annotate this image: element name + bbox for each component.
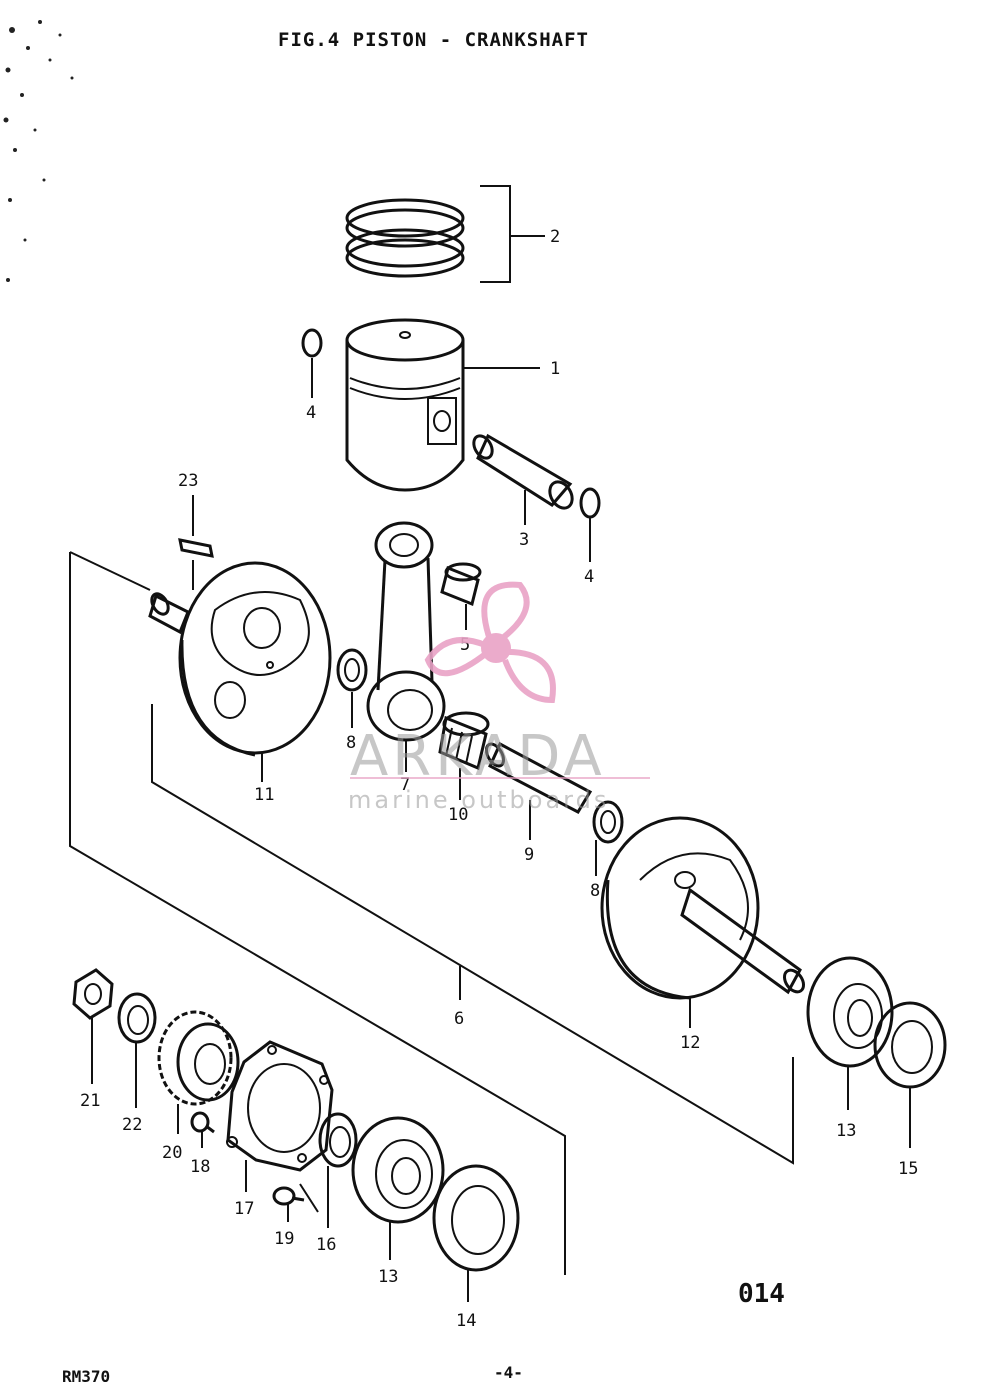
part-label-5: 5 xyxy=(460,635,470,655)
gear-icon xyxy=(157,1010,240,1106)
washer-icon xyxy=(318,1112,358,1168)
propeller-logo-icon xyxy=(424,581,556,704)
page-number: -4- xyxy=(494,1363,523,1382)
leader-line-6-outer xyxy=(69,552,566,1275)
leader-line-6-top xyxy=(69,551,151,591)
figure-code: 014 xyxy=(738,1279,785,1309)
model-code: RM370 xyxy=(62,1367,110,1386)
scan-noise xyxy=(3,20,74,282)
circlip-icon xyxy=(301,328,601,519)
watermark-tagline: marine outboards xyxy=(348,786,609,814)
part-label-18: 18 xyxy=(190,1157,210,1177)
part-label-8b: 8 xyxy=(590,881,600,901)
part-label-4b: 4 xyxy=(584,567,594,587)
oil-seal-icon xyxy=(873,1001,947,1089)
nut-icon xyxy=(72,968,114,1020)
part-label-4a: 4 xyxy=(306,403,316,423)
part-label-12: 12 xyxy=(680,1033,700,1053)
part-label-1: 1 xyxy=(550,359,560,379)
leader-line-6-inner xyxy=(151,704,794,1165)
key-icon xyxy=(178,538,214,558)
ball-bearing-icon xyxy=(806,956,894,1068)
leader-line-19 xyxy=(287,1183,319,1222)
needle-bearing-icon xyxy=(440,562,482,607)
part-label-10: 10 xyxy=(448,805,468,825)
crank-web-icon xyxy=(148,561,332,757)
part-label-13b: 13 xyxy=(836,1121,856,1141)
cover-plate-icon xyxy=(226,1040,334,1172)
part-label-22: 22 xyxy=(122,1115,142,1135)
part-label-17: 17 xyxy=(234,1199,254,1219)
part-label-7: 7 xyxy=(400,775,410,795)
connecting-rod-icon xyxy=(366,521,446,742)
leader-line-2 xyxy=(480,185,545,283)
part-label-8a: 8 xyxy=(346,733,356,753)
needle-bearing-icon xyxy=(438,711,490,771)
part-label-3: 3 xyxy=(519,530,529,550)
part-label-21: 21 xyxy=(80,1091,100,1111)
screw-icon xyxy=(190,1111,215,1134)
ball-bearing-icon xyxy=(351,1116,445,1224)
crank-web-icon xyxy=(600,816,806,1000)
part-label-2: 2 xyxy=(550,227,560,247)
part-label-19: 19 xyxy=(274,1229,294,1249)
piston-pin-icon xyxy=(472,433,574,510)
part-label-23: 23 xyxy=(178,471,198,491)
part-label-13a: 13 xyxy=(378,1267,398,1287)
part-label-14: 14 xyxy=(456,1311,476,1331)
watermark: ARKADA marine outboards xyxy=(348,581,650,814)
watermark-brand: ARKADA xyxy=(350,724,606,789)
part-label-20: 20 xyxy=(162,1143,182,1163)
screw-icon xyxy=(272,1186,305,1206)
piston-icon xyxy=(345,318,465,492)
part-label-16: 16 xyxy=(316,1235,336,1255)
part-label-15: 15 xyxy=(898,1159,918,1179)
part-label-11: 11 xyxy=(254,785,274,805)
oil-seal-icon xyxy=(432,1164,520,1272)
washer-icon xyxy=(117,992,157,1044)
washer-icon xyxy=(336,648,624,844)
part-label-6: 6 xyxy=(454,1009,464,1029)
piston-rings-icon xyxy=(345,198,465,278)
figure-title: FIG.4 PISTON - CRANKSHAFT xyxy=(278,29,589,51)
part-label-9: 9 xyxy=(524,845,534,865)
piston-pin-icon xyxy=(484,741,593,814)
